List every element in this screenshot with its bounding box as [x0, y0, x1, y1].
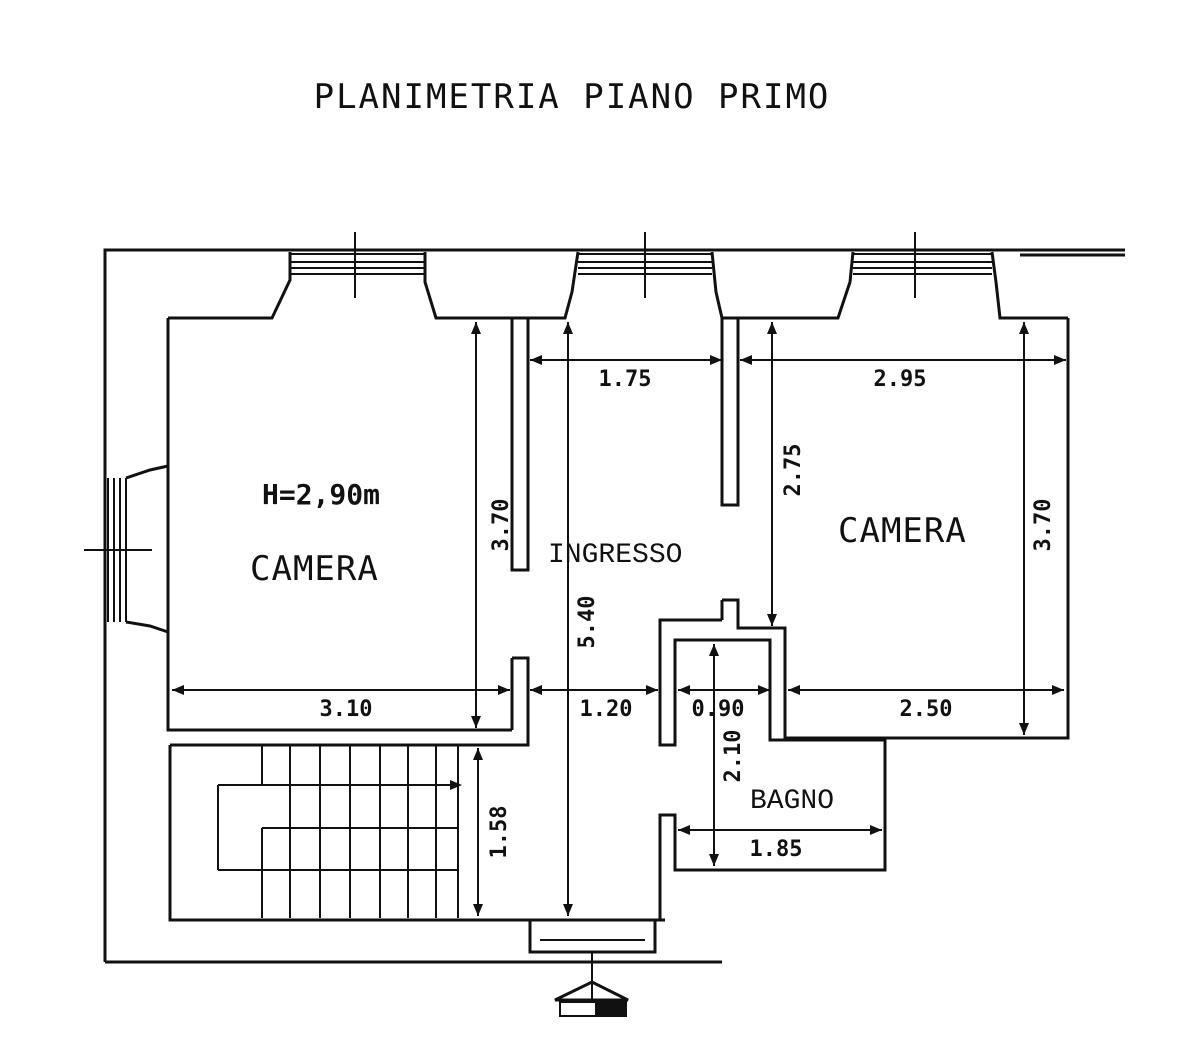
dim-ingresso-width-top: 1.75 [599, 367, 652, 392]
room-camera-left-walls [166, 316, 530, 747]
room-camera-right-walls [783, 318, 1070, 740]
dim-ingresso-width-bottom: 1.20 [580, 697, 633, 722]
dim-camera-right-height: 3.70 [1031, 499, 1056, 552]
dim-camera-right-partial-height: 2.75 [781, 444, 806, 497]
window-top-right [735, 232, 1068, 320]
stairs [168, 745, 665, 922]
window-top-left [168, 232, 512, 320]
dim-stair-depth: 1.58 [487, 806, 512, 859]
window-top-middle [528, 232, 724, 330]
dim-bagno-height: 2.10 [721, 730, 746, 783]
camera-left-height-label: H=2,90m [262, 478, 380, 511]
bagno-label: BAGNO [750, 786, 834, 817]
dim-bagno-door-width: 0.90 [692, 697, 745, 722]
room-ingresso-walls [658, 316, 887, 920]
dim-camera-left-height: 3.70 [489, 499, 514, 552]
outer-walls [103, 248, 1125, 964]
dim-camera-right-width-bottom: 2.50 [900, 697, 953, 722]
dim-bagno-width: 1.85 [750, 837, 803, 862]
ingresso-label: INGRESSO [548, 540, 682, 571]
dim-ingresso-length: 5.40 [575, 596, 600, 649]
dim-camera-right-width: 2.95 [874, 367, 927, 392]
camera-left-label: CAMERA [250, 549, 379, 589]
window-left [84, 464, 169, 634]
camera-right-label: CAMERA [838, 511, 967, 551]
dimension-lines [172, 322, 1066, 916]
dim-camera-left-width: 3.10 [320, 697, 373, 722]
plan-title: PLANIMETRIA PIANO PRIMO [314, 77, 831, 117]
entrance-door [528, 920, 657, 1017]
